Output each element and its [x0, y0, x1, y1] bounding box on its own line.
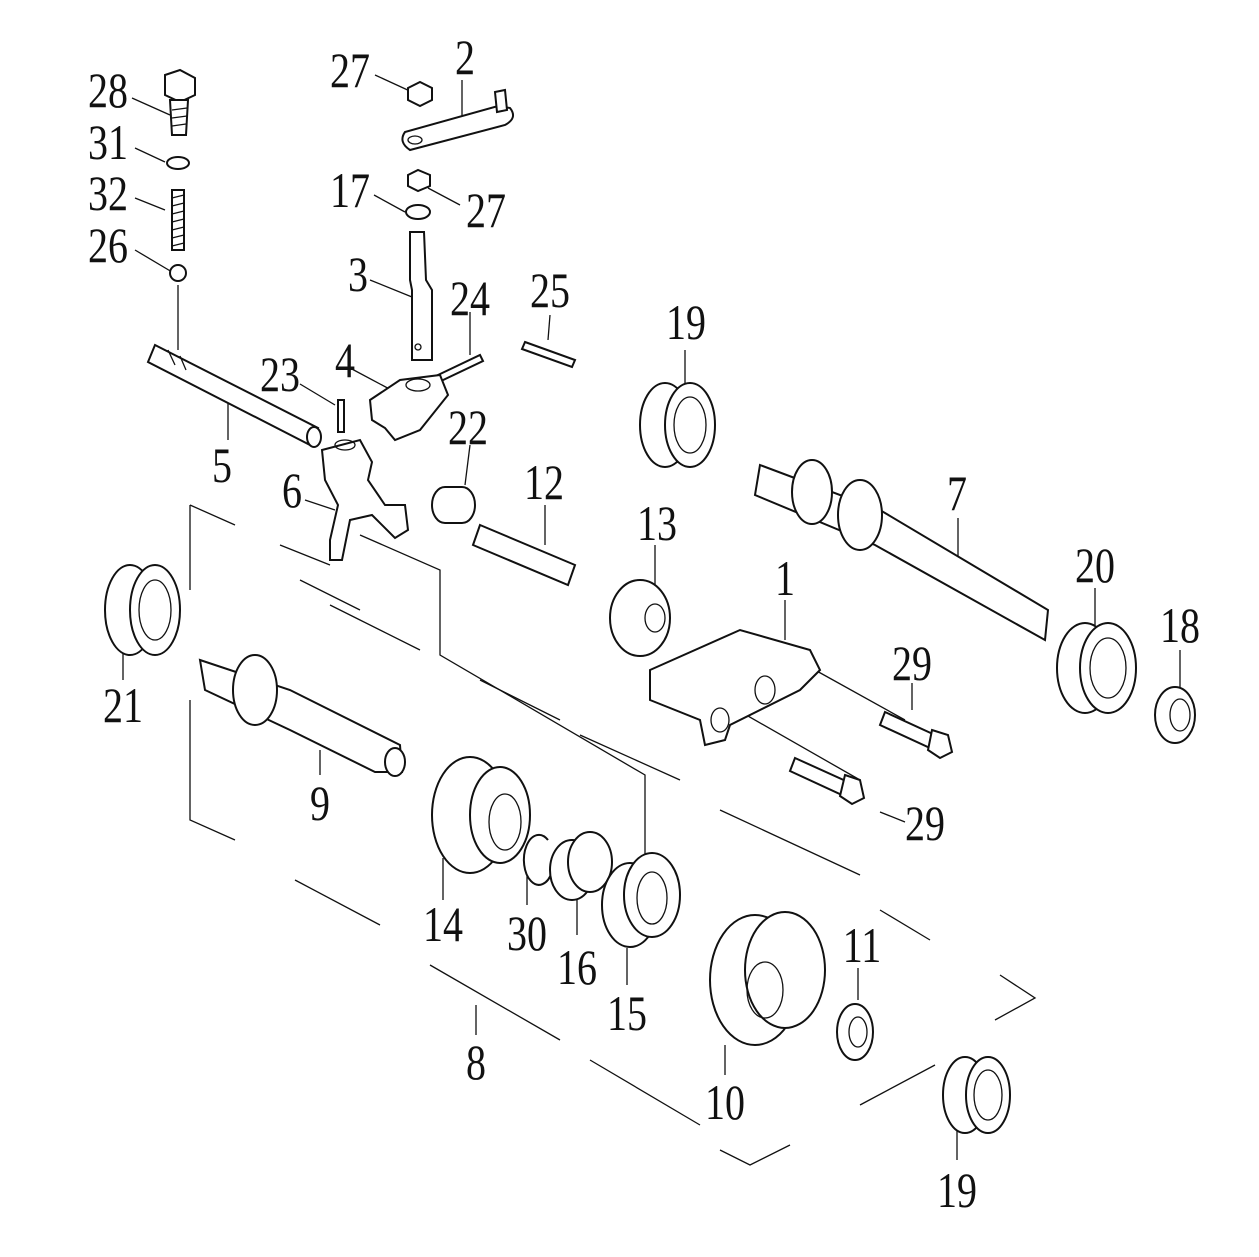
callout-17: 17 — [330, 162, 370, 218]
part-30-circlip — [522, 833, 553, 886]
part-28-flange-bolt — [164, 68, 196, 136]
callout-8: 8 — [466, 1034, 486, 1090]
callout-1: 1 — [775, 550, 795, 606]
part-13-gear — [609, 579, 671, 657]
callout-28: 28 — [88, 62, 128, 118]
part-7-countershaft — [753, 459, 1050, 642]
callout-30: 30 — [507, 905, 547, 961]
callout-29-lower: 29 — [905, 795, 945, 851]
callout-22: 22 — [448, 399, 488, 455]
callout-26: 26 — [88, 217, 128, 273]
part-6-shift-fork — [320, 438, 410, 561]
callout-29-upper: 29 — [892, 635, 932, 691]
part-22-bushing — [431, 486, 476, 524]
callout-20: 20 — [1075, 537, 1115, 593]
part-10-gear — [709, 911, 826, 1046]
part-27-nut-mid — [407, 168, 431, 193]
callout-24: 24 — [450, 270, 490, 326]
part-31-washer — [166, 156, 190, 170]
part-29-bolt-upper — [878, 710, 954, 760]
callout-19-bottom: 19 — [937, 1162, 977, 1218]
callout-18: 18 — [1160, 597, 1200, 653]
callout-15: 15 — [607, 985, 647, 1041]
part-15-sleeve — [601, 852, 681, 948]
part-1-bracket — [649, 628, 822, 747]
callout-21: 21 — [103, 677, 143, 733]
callout-19-top: 19 — [666, 294, 706, 350]
callout-11: 11 — [842, 917, 882, 973]
callout-32: 32 — [88, 165, 128, 221]
part-32-spring — [171, 189, 185, 251]
part-5-shift-rod — [146, 343, 322, 448]
part-11-washer — [836, 1003, 874, 1061]
callout-27-top: 27 — [330, 42, 370, 98]
part-18-seal — [1154, 686, 1196, 744]
part-16-hub — [549, 831, 613, 901]
part-12-pin-shaft — [471, 523, 577, 587]
callout-16: 16 — [557, 939, 597, 995]
part-29-bolt-lower — [788, 756, 866, 806]
part-2-shift-arm — [401, 88, 515, 152]
part-14-gear — [431, 756, 531, 874]
callout-2: 2 — [455, 29, 475, 85]
callout-7: 7 — [947, 465, 967, 521]
part-21-bearing — [104, 564, 181, 656]
callout-4: 4 — [335, 332, 355, 388]
callout-27-mid: 27 — [466, 182, 506, 238]
callout-31: 31 — [88, 114, 128, 170]
part-19-bearing-bottom — [942, 1056, 1011, 1134]
part-19-bearing-top — [639, 382, 716, 468]
part-9-input-shaft — [198, 654, 406, 777]
callout-23: 23 — [260, 346, 300, 402]
callout-9: 9 — [310, 775, 330, 831]
callout-3: 3 — [348, 246, 368, 302]
part-26-ball — [169, 264, 187, 282]
part-3-shift-shaft — [409, 231, 433, 361]
part-24-pin — [436, 353, 485, 383]
part-4-lever — [368, 373, 450, 442]
callout-14: 14 — [423, 896, 463, 952]
part-17-washer — [405, 204, 431, 220]
part-25-key — [520, 340, 577, 369]
part-23-pin — [337, 399, 345, 433]
callout-5: 5 — [212, 437, 232, 493]
callout-13: 13 — [637, 495, 677, 551]
part-27-nut-top — [407, 80, 433, 108]
callout-6: 6 — [282, 462, 302, 518]
callout-12: 12 — [524, 454, 564, 510]
callout-10: 10 — [705, 1074, 745, 1130]
callout-25: 25 — [530, 262, 570, 318]
part-20-bearing — [1056, 622, 1137, 714]
